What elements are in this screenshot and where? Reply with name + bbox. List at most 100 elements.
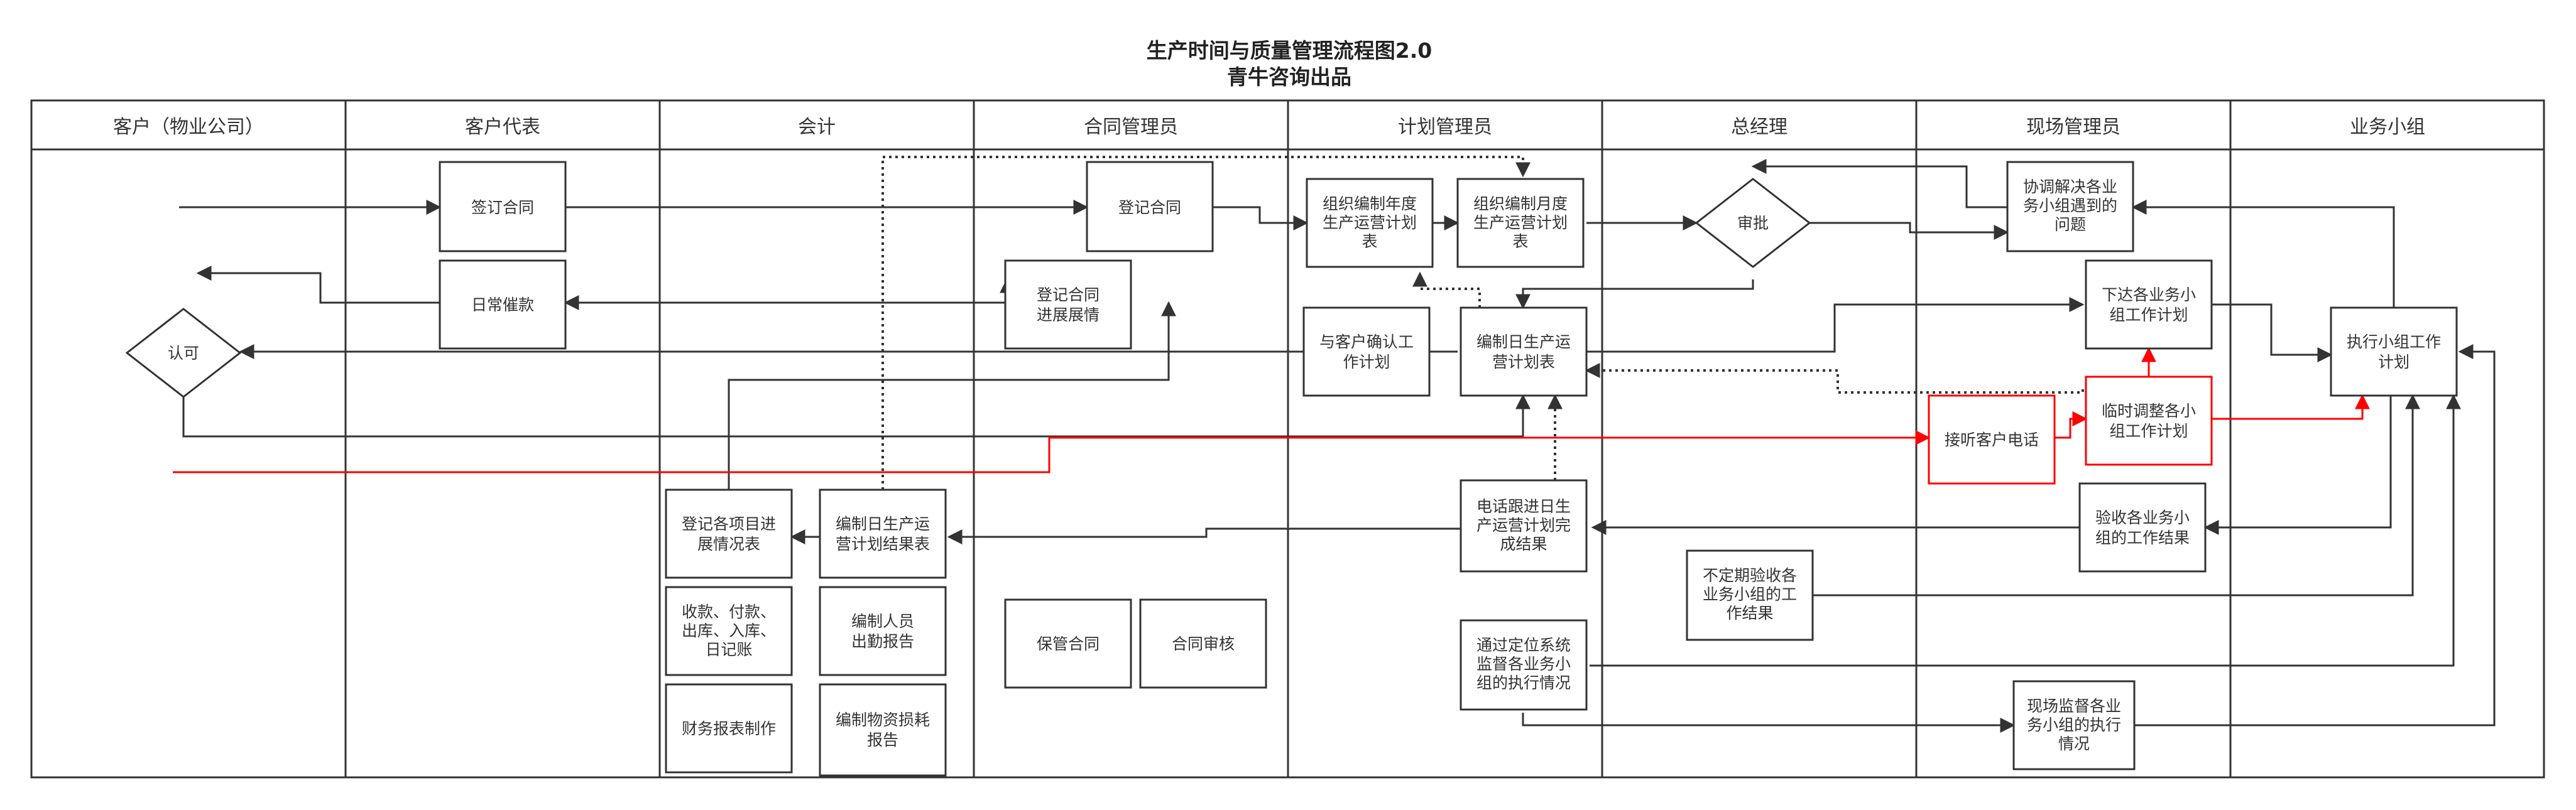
node-label: 电话跟进日生产运营计划完成结果 <box>1476 497 1571 553</box>
node-annual-plan[interactable] <box>1306 178 1434 268</box>
node-gps-monitor[interactable] <box>1460 619 1588 711</box>
node-label: 现场监督各业务小组的执行情况 <box>2027 697 2121 753</box>
node-line: 签订合同 <box>471 198 534 217</box>
node-confirm-with-customer[interactable] <box>1302 306 1431 397</box>
node-line: 成结果 <box>1500 535 1547 553</box>
node-label: 下达各业务小组工作计划 <box>2102 286 2196 324</box>
node-line: 认可 <box>168 344 199 362</box>
node-line: 编制日生产运 <box>1476 333 1571 351</box>
node-execute-plan[interactable] <box>2330 306 2458 397</box>
node-line: 进展展情 <box>1037 306 1100 324</box>
node-label: 日常催款 <box>471 296 534 314</box>
node-line: 组工作计划 <box>2109 306 2188 324</box>
node-daily-plan[interactable] <box>1460 306 1588 397</box>
node-coordinate-issues[interactable] <box>2006 161 2134 252</box>
node-adjust-plans[interactable] <box>2085 375 2213 466</box>
node-line: 编制日生产运 <box>836 515 930 533</box>
node-line: 下达各业务小 <box>2102 286 2196 304</box>
node-label: 登记各项目进展情况表 <box>682 515 776 553</box>
node-label: 审批 <box>1737 214 1769 232</box>
dotted-connectors <box>881 156 2084 490</box>
node-material-report[interactable] <box>819 683 947 777</box>
node-line: 执行小组工作 <box>2347 333 2441 351</box>
node-line: 监督各业务小 <box>1476 655 1571 673</box>
node-onsite-supervise[interactable] <box>2012 680 2136 770</box>
node-line: 表 <box>1512 232 1528 251</box>
connector <box>1586 297 2085 353</box>
node-monthly-plan[interactable] <box>1456 178 1585 268</box>
node-register-contract[interactable] <box>1086 161 1214 252</box>
red-connector <box>173 430 1931 473</box>
node-label: 登记合同进展展情 <box>1037 286 1100 324</box>
node-line: 产运营计划完 <box>1476 516 1571 534</box>
node-line: 组的执行情况 <box>1476 674 1571 692</box>
node-line: 日记账 <box>705 640 752 659</box>
node-line: 与客户确认工 <box>1319 333 1414 351</box>
node-line: 合同审核 <box>1172 635 1235 653</box>
node-irregular-check[interactable] <box>1686 549 1814 641</box>
node-financial-report[interactable] <box>665 683 793 774</box>
node-line: 计划 <box>2378 353 2410 371</box>
diagram-title: 生产时间与质量管理流程图2.0 <box>1147 38 1432 63</box>
node-line: 作计划 <box>1343 353 1390 371</box>
node-line: 组的工作结果 <box>2095 529 2190 547</box>
node-label: 收款、付款、出库、入库、日记账 <box>682 603 776 659</box>
node-keep-contract[interactable] <box>1004 598 1132 689</box>
node-gm-approve[interactable] <box>1695 178 1811 268</box>
node-label: 编制日生产运营计划表 <box>1476 333 1571 371</box>
node-line: 日常催款 <box>471 296 534 314</box>
node-label: 不定期验收各业务小组的工作结果 <box>1703 566 1797 622</box>
node-label: 通过定位系统监督各业务小组的执行情况 <box>1476 636 1571 692</box>
connector <box>2203 396 2392 535</box>
nodes <box>125 161 2458 777</box>
lane-planner: 计划管理员 <box>1398 116 1492 138</box>
node-line: 登记合同 <box>1118 198 1181 217</box>
node-line: 业务小组的工 <box>1703 585 1797 603</box>
node-line: 务小组的执行 <box>2027 716 2121 734</box>
node-sign-contract[interactable] <box>439 161 567 252</box>
node-daily-reminder[interactable] <box>439 259 567 350</box>
node-approve-customer[interactable] <box>125 308 242 398</box>
node-line: 财务报表制作 <box>682 720 776 738</box>
connector <box>182 388 1531 438</box>
node-line: 接听客户电话 <box>1945 431 2039 449</box>
connector <box>2134 344 2496 726</box>
node-line: 情况 <box>2058 735 2090 753</box>
node-label: 编制人员出勤报告 <box>851 612 914 651</box>
lane-work-team: 业务小组 <box>2350 116 2425 138</box>
node-line: 务小组遇到的 <box>2023 197 2117 215</box>
node-line: 出勤报告 <box>851 632 914 651</box>
node-register-project[interactable] <box>665 489 793 579</box>
lane-contract-admin: 合同管理员 <box>1084 116 1178 138</box>
node-line: 生产运营计划 <box>1323 213 1417 232</box>
node-answer-call[interactable] <box>1928 394 2056 485</box>
node-line: 登记合同 <box>1037 286 1100 304</box>
node-line: 编制物资损耗 <box>836 711 930 729</box>
node-register-progress[interactable] <box>1004 259 1132 350</box>
node-line: 不定期验收各 <box>1703 566 1797 585</box>
node-accept-results[interactable] <box>2078 482 2207 573</box>
node-attendance-report[interactable] <box>819 586 947 676</box>
dotted-connector <box>1585 363 2084 394</box>
red-path <box>173 347 2370 473</box>
node-line: 通过定位系统 <box>1476 636 1571 654</box>
node-audit-contract[interactable] <box>1139 598 1267 689</box>
node-line: 表 <box>1362 232 1377 251</box>
lane-labels: 客户（物业公司） 客户代表 会计 合同管理员 计划管理员 总经理 现场管理员 业… <box>113 116 2425 138</box>
lane-accountant: 会计 <box>798 116 836 138</box>
node-label: 组织编制月度生产运营计划表 <box>1473 195 1568 251</box>
node-label: 保管合同 <box>1037 635 1100 653</box>
node-label: 签订合同 <box>471 198 534 217</box>
node-issue-plans[interactable] <box>2085 259 2213 350</box>
node-label: 临时调整各小组工作计划 <box>2102 402 2196 440</box>
node-line: 组织编制月度 <box>1473 195 1568 213</box>
node-line: 生产运营计划 <box>1473 213 1568 232</box>
connector <box>1813 394 2420 597</box>
node-daily-result[interactable] <box>819 489 947 579</box>
node-cash-journal[interactable] <box>665 586 793 676</box>
diagram-subtitle: 青牛咨询出品 <box>1227 65 1351 89</box>
node-phone-followup[interactable] <box>1460 479 1588 573</box>
connector <box>2131 200 2395 308</box>
connector <box>1522 713 2016 733</box>
dotted-connector <box>881 156 1531 490</box>
